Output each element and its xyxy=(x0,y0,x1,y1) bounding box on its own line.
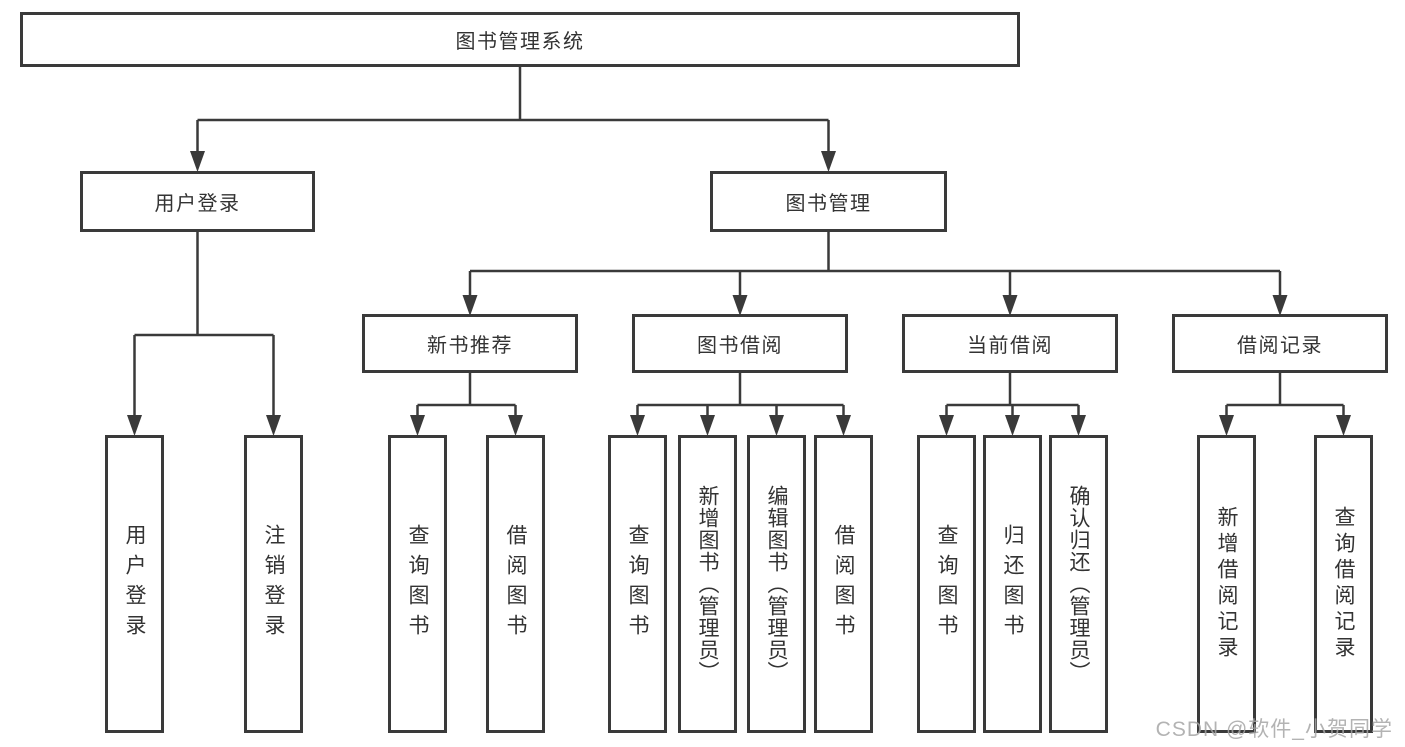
node-label: 查询图书 xyxy=(626,524,649,644)
node-label: 图书管理系统 xyxy=(455,31,585,53)
node-label: 查询借阅记录 xyxy=(1332,506,1355,662)
node-query-books-current: 查询图书 xyxy=(917,435,976,733)
node-label: 借阅图书 xyxy=(832,524,855,644)
node-book-borrow: 图书借阅 xyxy=(632,314,848,373)
node-new-book-recommend: 新书推荐 xyxy=(362,314,578,373)
node-query-books-recommend: 查询图书 xyxy=(388,435,447,733)
node-label: 确认归还（管理员） xyxy=(1067,485,1090,683)
node-label: 当前借阅 xyxy=(967,335,1053,357)
node-label: 查询图书 xyxy=(406,524,429,644)
node-label: 图书借阅 xyxy=(697,335,783,357)
node-label: 编辑图书（管理员） xyxy=(765,485,788,683)
node-label: 借阅图书 xyxy=(504,524,527,644)
node-add-book-admin: 新增图书（管理员） xyxy=(678,435,737,733)
node-label: 用户登录 xyxy=(123,524,146,644)
node-return-books: 归还图书 xyxy=(983,435,1042,733)
node-borrow-records: 借阅记录 xyxy=(1172,314,1388,373)
node-label: 用户登录 xyxy=(154,193,241,215)
node-query-borrow-record: 查询借阅记录 xyxy=(1314,435,1373,733)
node-edit-book-admin: 编辑图书（管理员） xyxy=(747,435,806,733)
node-add-borrow-record: 新增借阅记录 xyxy=(1197,435,1256,733)
node-label: 图书管理 xyxy=(785,193,872,215)
node-label: 查询图书 xyxy=(935,524,958,644)
node-borrow-books-recommend: 借阅图书 xyxy=(486,435,545,733)
node-label: 注销登录 xyxy=(262,524,285,644)
node-label: 新增图书（管理员） xyxy=(696,485,719,683)
node-user-login: 用户登录 xyxy=(80,171,315,232)
node-library-management-system: 图书管理系统 xyxy=(20,12,1020,67)
node-query-books-borrow: 查询图书 xyxy=(608,435,667,733)
node-borrow-books-action: 借阅图书 xyxy=(814,435,873,733)
node-label: 借阅记录 xyxy=(1237,335,1323,357)
node-confirm-return-admin: 确认归还（管理员） xyxy=(1049,435,1108,733)
node-book-management: 图书管理 xyxy=(710,171,947,232)
node-current-borrow: 当前借阅 xyxy=(902,314,1118,373)
csdn-watermark: CSDN @软件_小贺同学 xyxy=(1155,718,1393,741)
node-user-login-action: 用户登录 xyxy=(105,435,164,733)
node-label: 新增借阅记录 xyxy=(1215,506,1238,662)
node-label: 新书推荐 xyxy=(427,335,513,357)
node-logout: 注销登录 xyxy=(244,435,303,733)
node-label: 归还图书 xyxy=(1001,524,1024,644)
